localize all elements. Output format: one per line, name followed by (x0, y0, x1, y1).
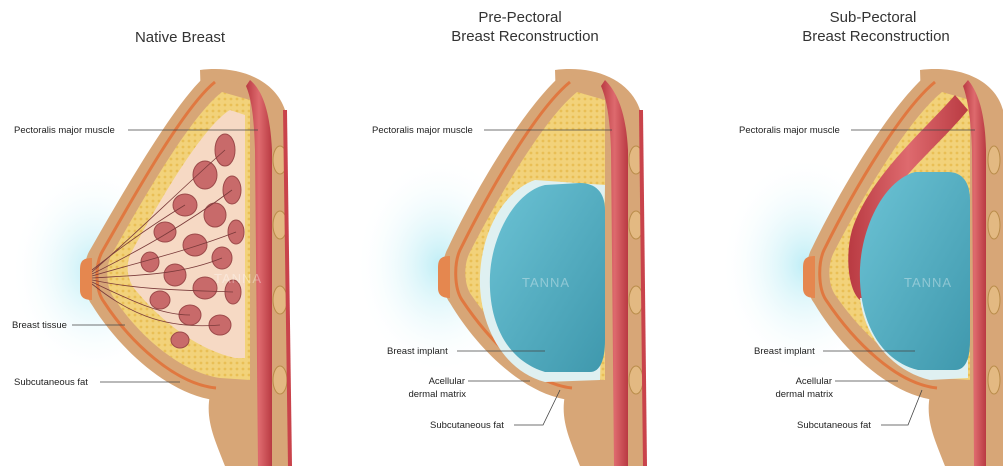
label-pectoralis-major-muscle: Pectoralis major muscle (739, 125, 840, 136)
label-acellular-line-1: Acellular (796, 376, 832, 387)
label-breast-implant: Breast implant (387, 346, 448, 357)
panel-title-line-2: Breast Reconstruction (451, 28, 599, 45)
panel-sub-pectoral: Sub-Pectoral Breast Reconstruction TANNA… (720, 9, 1003, 466)
label-acellular-line-2: dermal matrix (775, 389, 833, 400)
watermark-text: TANNA (214, 271, 262, 286)
nipple (80, 258, 92, 300)
nipple (438, 256, 450, 298)
watermark-text: TANNA (904, 275, 952, 290)
label-acellular-line-2: dermal matrix (408, 389, 466, 400)
label-subcutaneous-fat: Subcutaneous fat (14, 377, 88, 388)
watermark-text: TANNA (522, 275, 570, 290)
panel-title-line-1: Pre-Pectoral (478, 9, 561, 26)
panel-title: Native Breast (135, 29, 226, 46)
nipple (803, 256, 815, 298)
label-pectoralis-major-muscle: Pectoralis major muscle (372, 125, 473, 136)
label-breast-tissue: Breast tissue (12, 320, 67, 331)
panel-pre-pectoral: Pre-Pectoral Breast Reconstruction TANNA… (355, 9, 645, 466)
label-acellular-line-1: Acellular (429, 376, 465, 387)
panel-native: Native Breast (10, 29, 290, 466)
label-subcutaneous-fat: Subcutaneous fat (430, 420, 504, 431)
label-pectoralis-major-muscle: Pectoralis major muscle (14, 125, 115, 136)
panel-title-line-1: Sub-Pectoral (830, 9, 917, 26)
label-breast-implant: Breast implant (754, 346, 815, 357)
label-subcutaneous-fat: Subcutaneous fat (797, 420, 871, 431)
panel-title-line-2: Breast Reconstruction (802, 28, 950, 45)
